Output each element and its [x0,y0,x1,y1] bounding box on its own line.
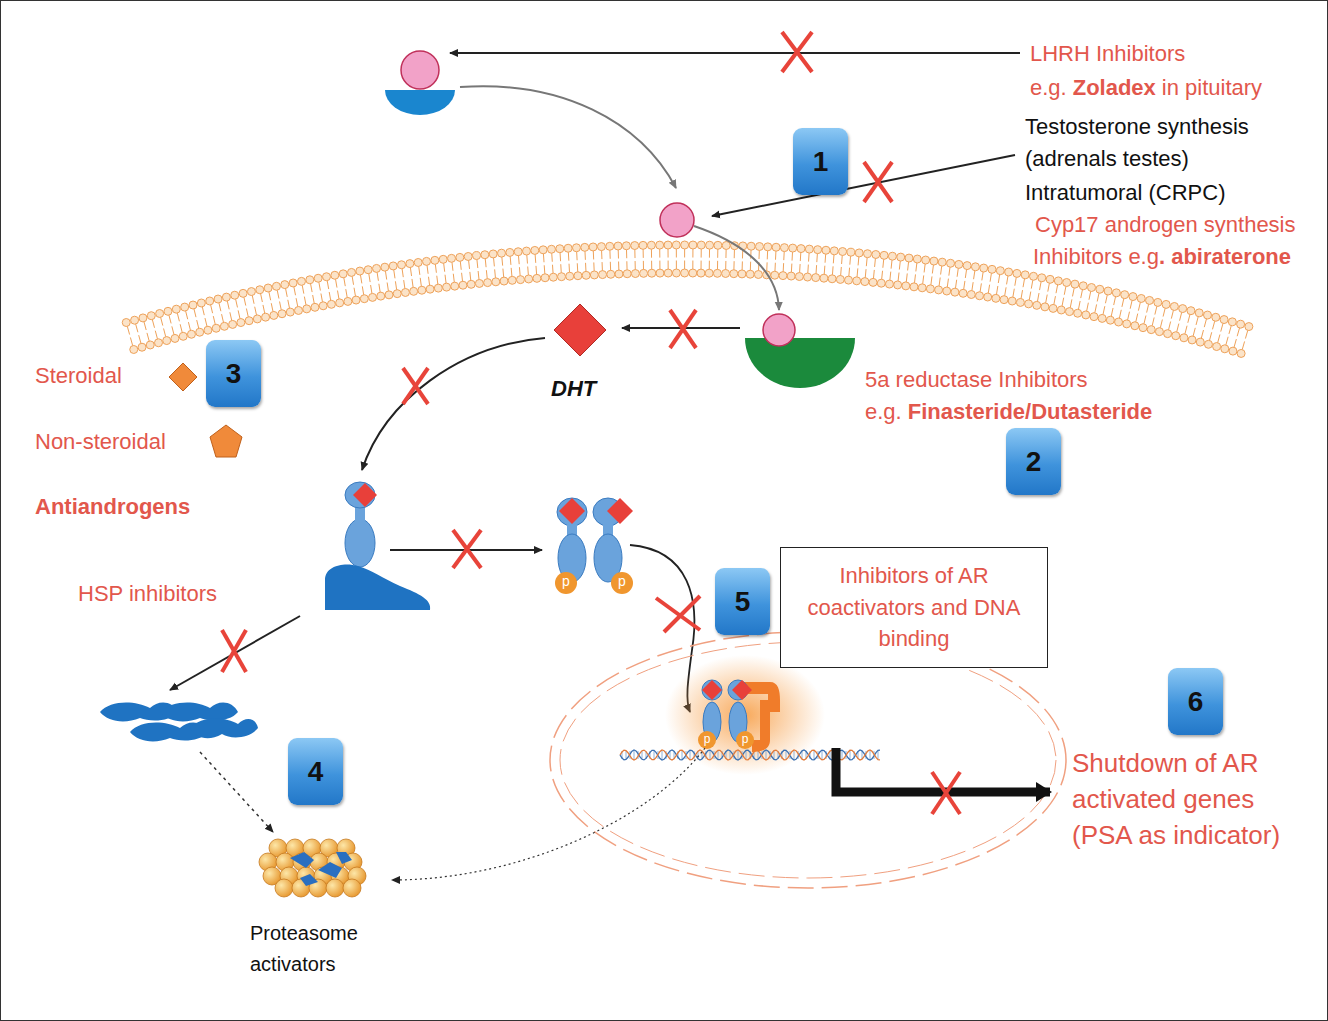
annotation-label: 5a reductase Inhibitors [865,366,1088,394]
annotation-label: . abiraterone [1159,243,1291,271]
androgen-receptor [325,482,430,610]
block-x [656,596,700,632]
proteasome [259,839,366,897]
phospho-mark: p [742,732,749,747]
callout-number: 2 [1006,428,1061,495]
annotation-label: Non-steroidal [35,428,166,456]
callout-number: 4 [308,756,324,788]
bound-ar-dimer [698,680,780,752]
steroidal-symbol [169,363,197,391]
annotation-label: (adrenals testes) [1025,145,1189,173]
hormone-ligand [401,51,439,89]
degradation-arrow [200,752,273,832]
callout-number: 1 [793,128,848,195]
annotation-label: in pituitary [1162,74,1262,102]
annotation-label: HSP inhibitors [78,580,217,608]
callout-number: 1 [813,146,829,178]
flow-arrow [694,226,779,310]
testosterone-ligand [660,203,694,237]
annotation-label: e.g. [865,398,902,426]
callout-number: 2 [1026,446,1042,478]
phospho-mark: p [562,573,570,591]
dht-diamond [554,304,606,356]
annotation-label: Steroidal [35,362,122,390]
degradation-arrow [392,748,705,880]
cell-membrane [122,241,1253,357]
block-x [670,310,696,348]
block-x [222,630,246,672]
annotation-label: Inhibitors e.g [1033,243,1159,271]
block-x [403,368,428,404]
5a-reductase-enzyme [745,338,855,388]
callout-number: 5 [735,586,751,618]
nucleus-outline [550,632,1066,888]
annotation-label: Shutdown of AR activated genes (PSA as i… [1072,746,1312,854]
annotation-label: Antiandrogens [35,493,190,521]
annotation-label: e.g. [1030,74,1067,102]
callout-number: 3 [226,358,242,390]
hsp-proteins [100,702,258,741]
callout-number: 6 [1188,686,1204,718]
box-text: Inhibitors of AR coactivators and DNA bi… [793,560,1035,656]
annotation-label: Testosterone synthesis [1025,113,1249,141]
callout-number: 3 [206,340,261,407]
callout-number: 4 [288,738,343,805]
annotation-label: Zoladex [1073,74,1156,102]
flow-arrow [460,86,676,188]
pituitary-receptor [385,90,455,115]
molecule-label: DHT [551,375,596,403]
annotation-label: Intratumoral (CRPC) [1025,179,1225,207]
block-x [932,772,960,814]
ar-dimer [555,498,633,594]
block-x [782,32,812,72]
callout-number: 6 [1168,668,1223,735]
annotation-label: Finasteride/Dutasteride [908,398,1153,426]
inhibited-arrow [450,52,1020,54]
nucleus-outline [560,642,1056,878]
testosterone-ligand [763,314,795,346]
callout-number: 5 [715,568,770,635]
nonsteroidal-symbol [210,425,242,457]
inhibited-arrow [712,155,1015,216]
block-x [864,162,892,202]
annotation-label: Cyp17 androgen synthesis [1035,211,1296,239]
annotation-label: LHRH Inhibitors [1030,40,1185,68]
dna-helix [620,750,880,760]
inhibitor-box: Inhibitors of AR coactivators and DNA bi… [780,547,1048,668]
annotation-label: Proteasome activators [250,918,390,980]
inhibited-arrow [170,616,300,690]
inhibited-arrow [362,338,545,470]
phospho-mark: p [704,732,711,747]
block-x [453,530,481,568]
phospho-mark: p [618,573,626,591]
